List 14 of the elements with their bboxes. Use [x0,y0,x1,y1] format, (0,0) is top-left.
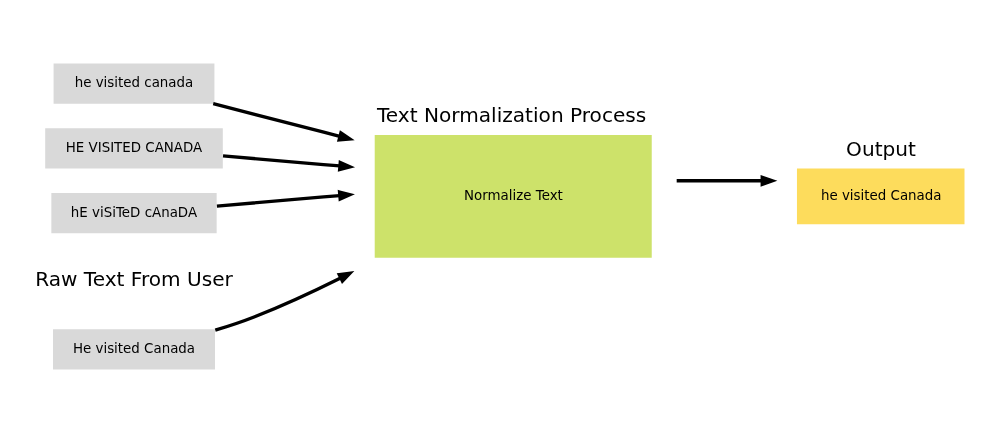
arrow [222,154,356,172]
arrow [212,102,355,142]
arrow [216,189,355,208]
node-box: He visited Canada [53,329,215,370]
node-box: Normalize Text [374,134,652,258]
arrow [676,174,778,187]
node-box: he visited canada [53,63,215,104]
node-box: hE viSiTeD cAnaDA [51,193,217,234]
node-label: Text Normalization Process [376,103,647,127]
label: Raw Text From User [35,267,233,292]
node-box: he visited Canada [796,168,965,225]
arrow [214,271,355,332]
node-box: HE VISITED CANADA [45,128,223,169]
node-label: Output [846,136,916,161]
